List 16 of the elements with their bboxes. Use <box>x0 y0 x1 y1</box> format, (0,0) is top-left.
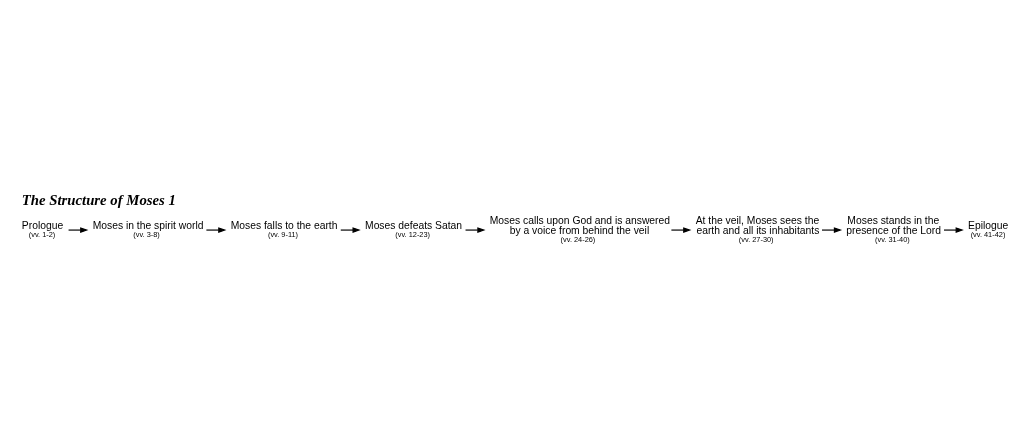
arrow <box>464 227 486 233</box>
node-text: Moses defeats Satan (vv. 12-23) <box>365 219 463 239</box>
node-text: Moses stands in the presence of the Lord (vv. 31-40) <box>846 214 942 244</box>
arrow <box>943 227 964 233</box>
node-text: At the veil, Moses sees the earth and all its inhabitants (vv. 27-30) <box>695 214 820 244</box>
diagram-title: The Structure of Moses 1 <box>21 191 176 208</box>
arrow <box>821 227 843 233</box>
arrow <box>670 227 692 233</box>
node-text: Epilogue (vv. 41-42) <box>968 219 1009 239</box>
node-text: Prologue (vv. 1-2) <box>21 219 64 239</box>
arrow <box>340 227 361 233</box>
node-text: Moses calls upon God and is answered by a voice from behind the veil (vv. 24-26) <box>489 214 671 244</box>
node-text: Moses falls to the earth (vv. 9-11) <box>230 219 338 239</box>
arrow <box>67 227 89 233</box>
arrow <box>205 227 227 233</box>
node-text: Moses in the spirit world (vv. 3-8) <box>92 219 204 239</box>
